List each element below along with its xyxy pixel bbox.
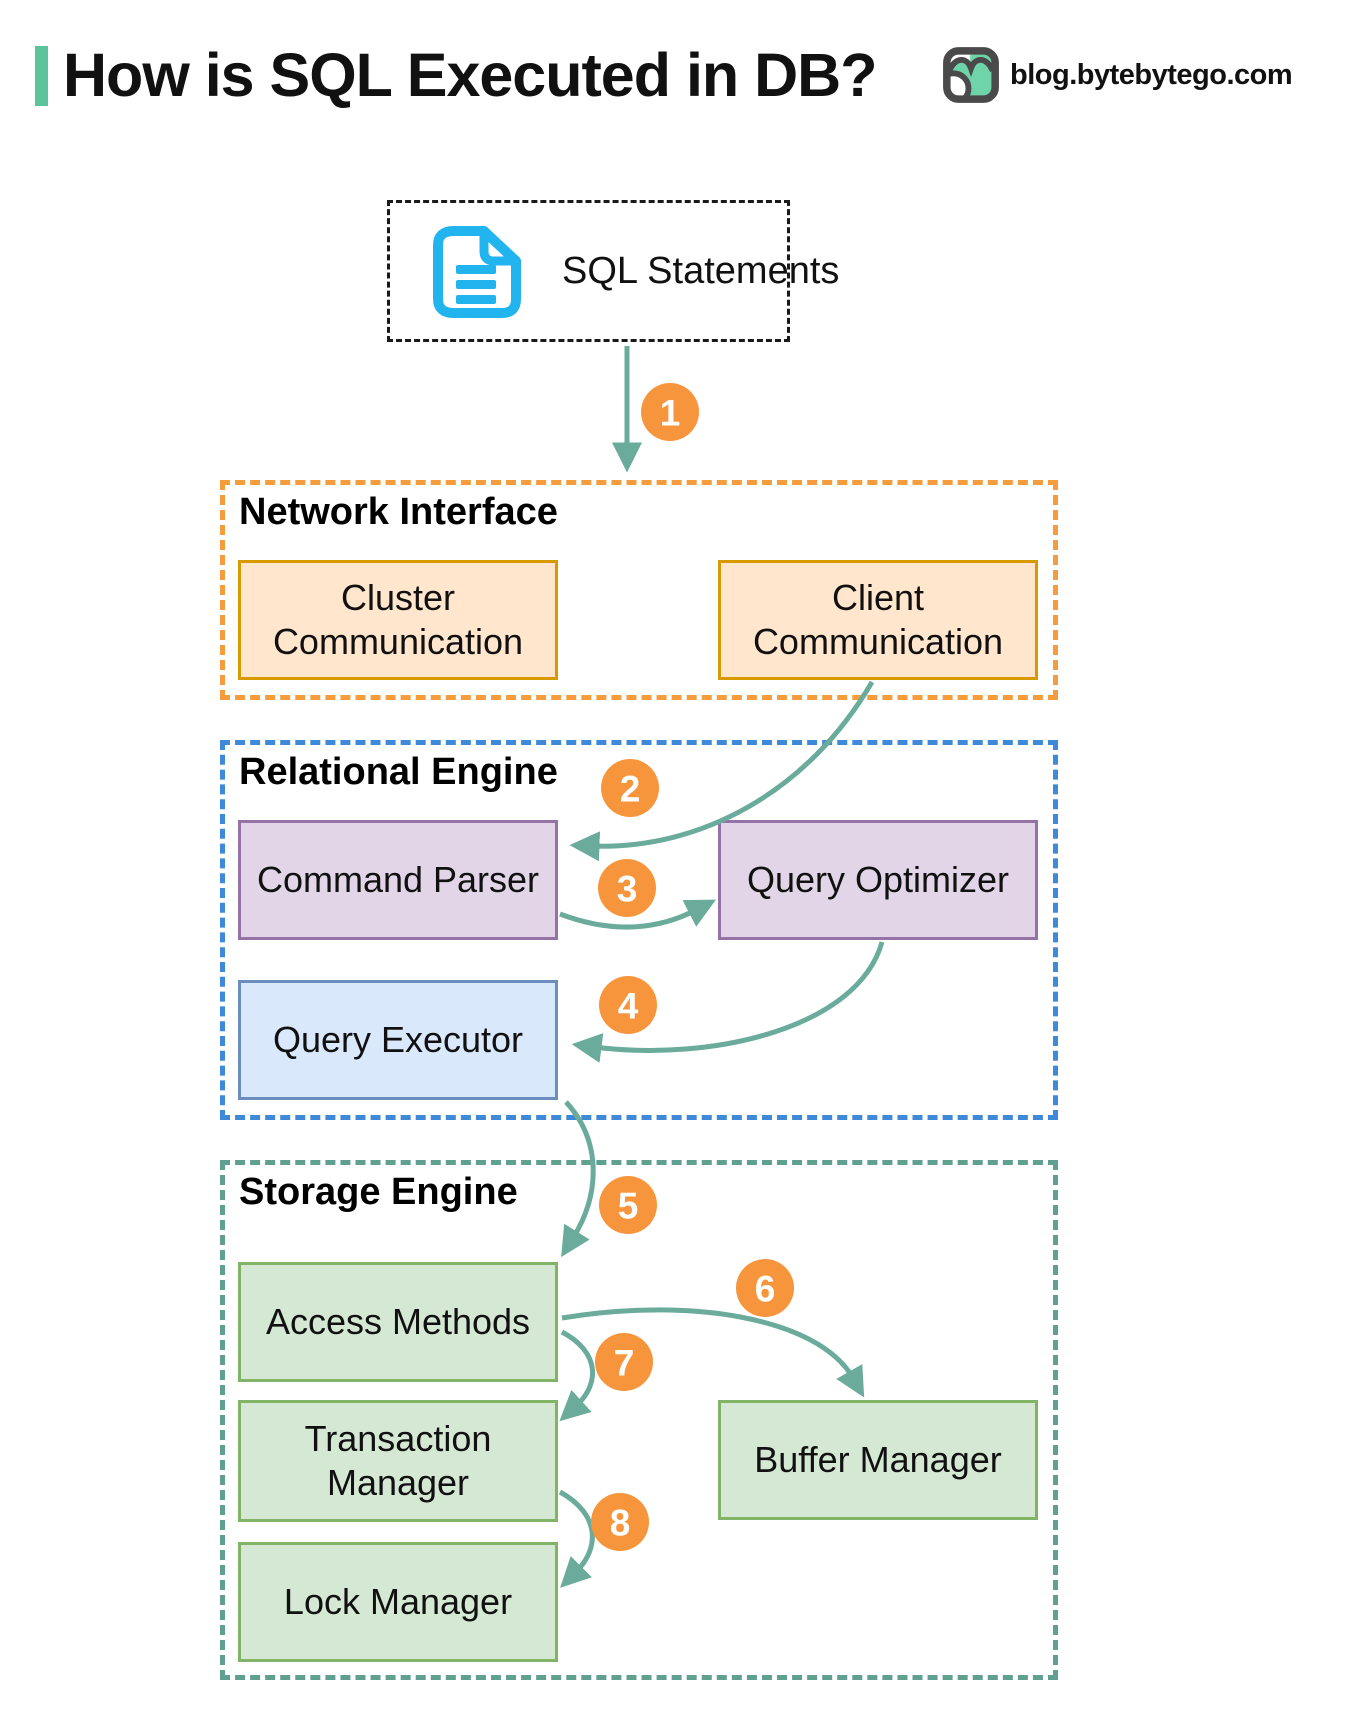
bytebytego-logo-icon — [943, 47, 999, 103]
node-client-communication: Client Communication — [718, 560, 1038, 680]
document-icon — [433, 226, 521, 318]
sql-statements-box: SQL Statements — [387, 200, 839, 342]
node-lock-manager: Lock Manager — [238, 1542, 558, 1662]
page-title: How is SQL Executed in DB? — [63, 41, 877, 109]
brand: blog.bytebytego.com — [941, 45, 1293, 105]
network-interface-heading: Network Interface — [239, 491, 558, 533]
title-accent-bar — [35, 46, 48, 106]
node-query-optimizer: Query Optimizer — [718, 820, 1038, 940]
brand-text: blog.bytebytego.com — [1010, 58, 1293, 91]
relational-engine-heading: Relational Engine — [239, 751, 558, 793]
node-command-parser: Command Parser — [238, 820, 558, 940]
node-cluster-communication: Cluster Communication — [238, 560, 558, 680]
storage-engine-section: Storage Engine — [220, 1160, 1058, 1680]
node-access-methods: Access Methods — [238, 1262, 558, 1382]
step-number-1: 1 — [660, 393, 681, 434]
step-circle-1 — [641, 383, 699, 441]
node-query-executor: Query Executor — [238, 980, 558, 1100]
sql-statements-label: SQL Statements — [562, 249, 840, 292]
storage-engine-heading: Storage Engine — [239, 1171, 518, 1213]
node-buffer-manager: Buffer Manager — [718, 1400, 1038, 1520]
node-transaction-manager: Transaction Manager — [238, 1400, 558, 1522]
